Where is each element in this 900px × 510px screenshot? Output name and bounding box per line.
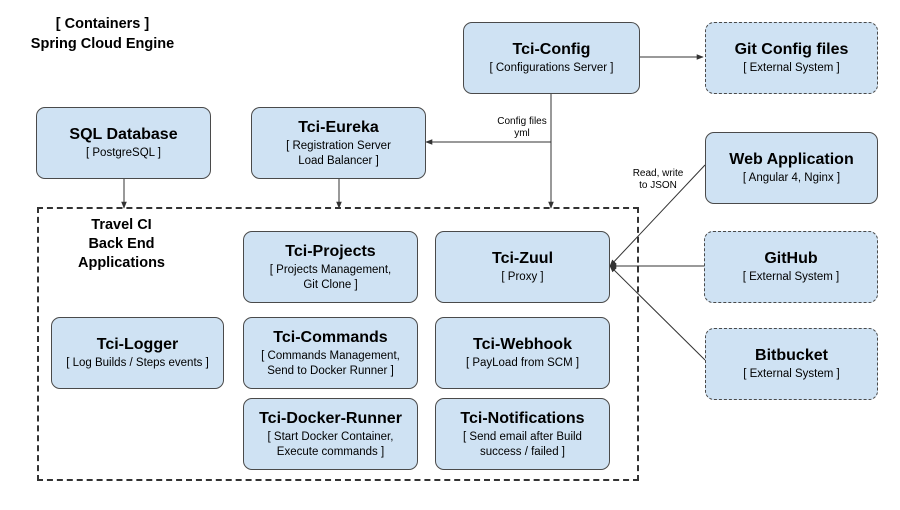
node-title: Tci-Webhook	[473, 336, 572, 353]
node-description: [ External System ]	[743, 368, 840, 380]
node-description: [ Log Builds / Steps events ]	[66, 357, 209, 369]
node-title: Tci-Logger	[96, 336, 179, 353]
node-title: GitHub	[764, 250, 818, 267]
node-description: [ External System ]	[742, 271, 840, 283]
node-sql-database: SQL Database [ PostgreSQL ]	[36, 107, 211, 179]
node-description: [ Commands Management, Send to Docker Ru…	[261, 349, 400, 377]
node-description: [ Projects Management, Git Clone ]	[269, 263, 392, 291]
edge-label-read-write: Read, write to JSON	[632, 168, 684, 191]
node-title: Bitbucket	[755, 347, 828, 364]
node-description: [ Proxy ]	[501, 271, 544, 283]
node-title: SQL Database	[69, 126, 178, 143]
node-description: [ Start Docker Container, Execute comman…	[267, 430, 394, 458]
heading-line-2: Spring Cloud Engine	[30, 36, 175, 52]
node-title: Git Config files	[734, 41, 849, 58]
node-title: Tci-Zuul	[491, 250, 554, 267]
node-github: GitHub [ External System ]	[704, 231, 878, 303]
node-title: Tci-Eureka	[298, 118, 379, 136]
node-tci-config: Tci-Config [ Configurations Server ]	[463, 22, 640, 94]
node-bitbucket: Bitbucket [ External System ]	[705, 328, 878, 400]
heading-line-1: [ Containers ]	[55, 16, 150, 32]
diagram-heading: [ Containers ] Spring Cloud Engine	[10, 14, 195, 54]
node-description: [ Registration Server Load Balancer ]	[286, 139, 391, 167]
node-description: [ PostgreSQL ]	[86, 147, 161, 159]
node-description: [ Configurations Server ]	[489, 62, 614, 74]
node-tci-docker-runner: Tci-Docker-Runner [ Start Docker Contain…	[243, 398, 418, 470]
edge-webapp-to-zuul	[609, 164, 706, 267]
node-description: [ PayLoad from SCM ]	[465, 357, 580, 369]
node-title: Web Application	[729, 151, 854, 168]
node-git-config-files: Git Config files [ External System ]	[705, 22, 878, 94]
node-tci-notifications: Tci-Notifications [ Send email after Bui…	[435, 398, 610, 470]
node-web-application: Web Application [ Angular 4, Nginx ]	[705, 132, 878, 204]
boundary-title: Travel CI Back End Applications	[77, 217, 165, 271]
node-title: Tci-Commands	[273, 328, 388, 346]
node-tci-projects: Tci-Projects [ Projects Management, Git …	[243, 231, 418, 303]
node-tci-commands: Tci-Commands [ Commands Management, Send…	[243, 317, 418, 389]
edge-bitbucket-to-zuul	[609, 265, 706, 361]
node-description: [ Angular 4, Nginx ]	[742, 172, 841, 184]
node-tci-zuul: Tci-Zuul [ Proxy ]	[435, 231, 610, 303]
node-title: Tci-Projects	[285, 242, 376, 260]
node-tci-logger: Tci-Logger [ Log Builds / Steps events ]	[51, 317, 224, 389]
node-title: Tci-Docker-Runner	[259, 409, 402, 427]
node-tci-webhook: Tci-Webhook [ PayLoad from SCM ]	[435, 317, 610, 389]
node-title: Tci-Config	[512, 41, 591, 58]
node-title: Tci-Notifications	[460, 409, 585, 427]
edge-label-config-files: Config files yml	[497, 116, 547, 139]
node-description: [ Send email after Build success / faile…	[463, 430, 582, 458]
node-tci-eureka: Tci-Eureka [ Registration Server Load Ba…	[251, 107, 426, 179]
node-description: [ External System ]	[743, 62, 840, 74]
